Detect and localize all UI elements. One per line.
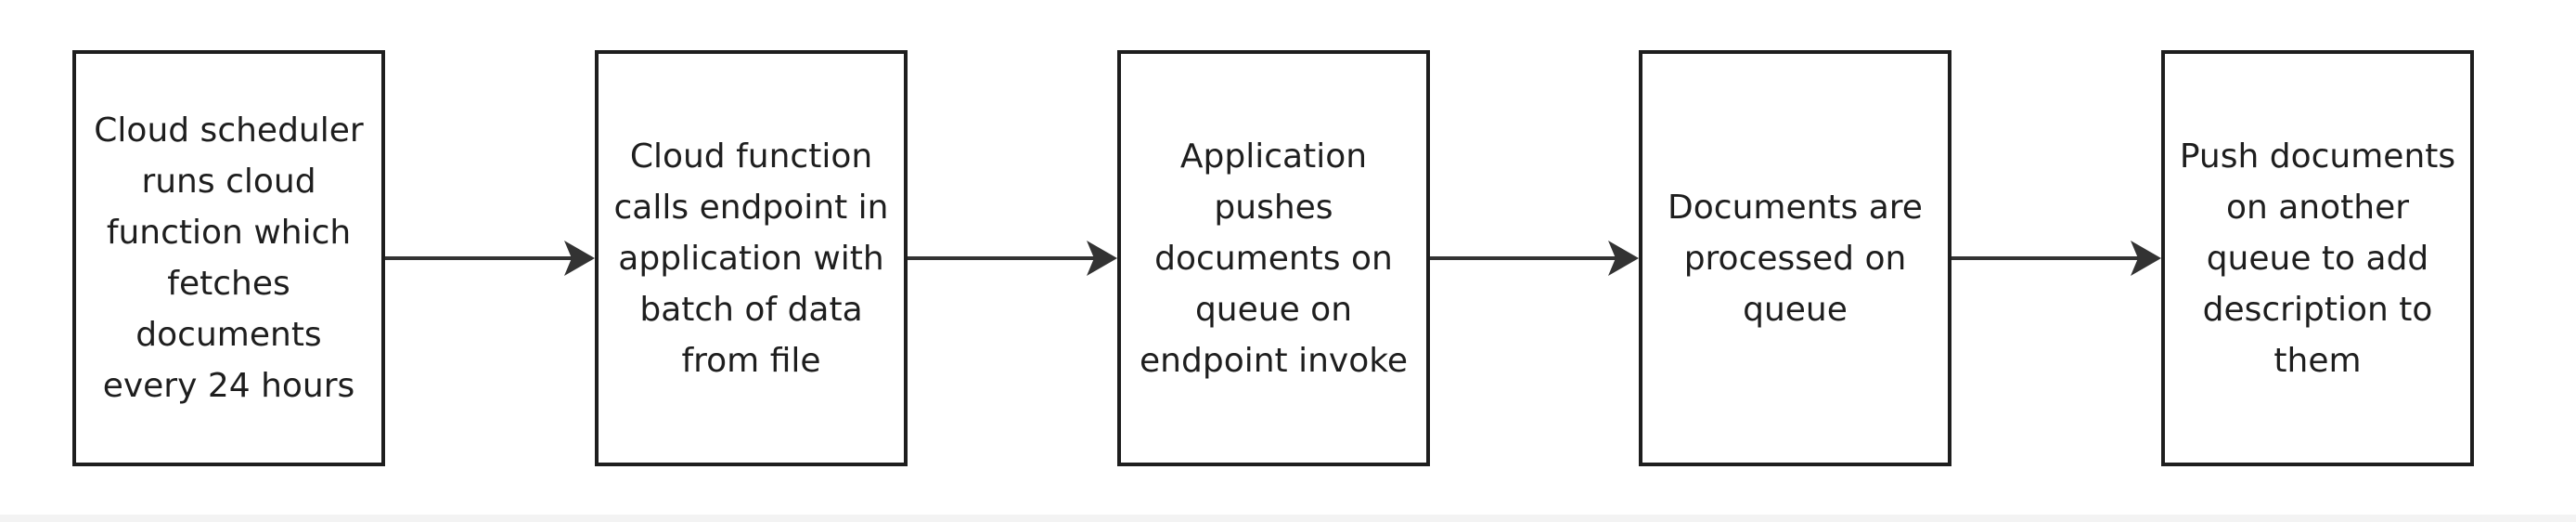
edge-arrow	[1951, 241, 2161, 276]
flow-step-label: Cloud function calls endpoint in applica…	[613, 137, 889, 380]
flow-step-box: Push documents on another queue to add d…	[2161, 50, 2474, 466]
flow-step-box: Cloud scheduler runs cloud function whic…	[72, 50, 385, 466]
flow-step-label: Push documents on another queue to add d…	[2179, 137, 2456, 380]
flow-step-box: Cloud function calls endpoint in applica…	[595, 50, 908, 466]
canvas-bottom-edge	[0, 515, 2576, 522]
edge-arrow	[1430, 241, 1639, 276]
flow-step-box: Documents are processed on queue	[1639, 50, 1951, 466]
flow-step-label: Documents are processed on queue	[1668, 188, 1923, 329]
flow-step-label: Cloud scheduler runs cloud function whic…	[94, 111, 364, 405]
edge-arrow	[385, 241, 595, 276]
flow-step-label: Application pushes documents on queue on…	[1140, 137, 1408, 380]
edge-arrow	[908, 241, 1117, 276]
flow-step-box: Application pushes documents on queue on…	[1117, 50, 1430, 466]
